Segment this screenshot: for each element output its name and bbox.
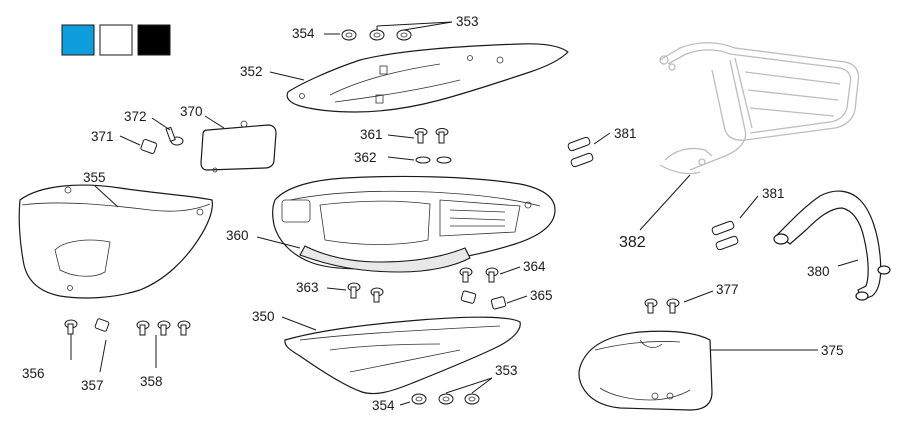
- part-380-grab-handle[interactable]: [773, 190, 891, 301]
- swatch-blue[interactable]: [61, 24, 95, 56]
- callout-381-mid: 381: [762, 186, 785, 201]
- callout-353-bottom: 353: [495, 363, 518, 378]
- callout-365: 365: [530, 288, 553, 303]
- callout-364: 364: [523, 259, 546, 274]
- part-375-rear-fender[interactable]: [578, 330, 713, 411]
- callout-354-bottom: 354: [372, 398, 395, 413]
- part-352-rear-center-cover[interactable]: [286, 43, 569, 113]
- callout-372: 372: [124, 109, 147, 124]
- callout-381-top: 381: [614, 126, 637, 141]
- part-355-front-shield[interactable]: [18, 184, 213, 299]
- fasteners-371-372[interactable]: [140, 126, 184, 154]
- callout-382: 382: [619, 234, 646, 251]
- callout-360: 360: [226, 228, 249, 243]
- callout-355: 355: [83, 170, 106, 185]
- callout-371: 371: [91, 129, 114, 144]
- callout-354-top: 354: [292, 26, 315, 41]
- fasteners-356-357-358[interactable]: [64, 318, 191, 336]
- fasteners-363[interactable]: [347, 282, 384, 303]
- fasteners-361-362[interactable]: [414, 128, 452, 164]
- callout-356: 356: [22, 366, 45, 381]
- callout-363: 363: [296, 280, 319, 295]
- callout-362: 362: [354, 150, 377, 165]
- callout-352: 352: [240, 64, 263, 79]
- callout-357: 357: [81, 378, 104, 393]
- callout-375: 375: [821, 343, 844, 358]
- fasteners-377[interactable]: [644, 298, 680, 314]
- part-350-floor-side-panel[interactable]: [284, 316, 521, 395]
- fasteners-353-354-bottom[interactable]: [411, 393, 480, 405]
- fasteners-381-top[interactable]: [567, 136, 594, 168]
- part-360-luggage-box[interactable]: [272, 175, 556, 273]
- callout-353-top: 353: [456, 14, 479, 29]
- leader-lines: [70, 21, 859, 406]
- swatch-black[interactable]: [137, 24, 171, 56]
- callout-377: 377: [716, 282, 739, 297]
- part-382-rear-carrier[interactable]: [659, 42, 860, 175]
- callout-labels: 354 353 352 370 372 371 361 362 381 355 …: [22, 14, 844, 413]
- part-370-cover-plate[interactable]: [200, 120, 277, 173]
- swatch-white[interactable]: [99, 24, 133, 56]
- callout-370: 370: [180, 104, 203, 119]
- callout-380: 380: [807, 264, 830, 279]
- fasteners-381-mid[interactable]: [711, 220, 739, 251]
- callout-358: 358: [140, 374, 163, 389]
- fasteners-353-354-top[interactable]: [341, 29, 412, 41]
- color-swatches: [61, 24, 171, 56]
- callout-361: 361: [360, 127, 383, 142]
- fasteners-364-365[interactable]: [459, 267, 507, 310]
- callout-350: 350: [252, 309, 275, 324]
